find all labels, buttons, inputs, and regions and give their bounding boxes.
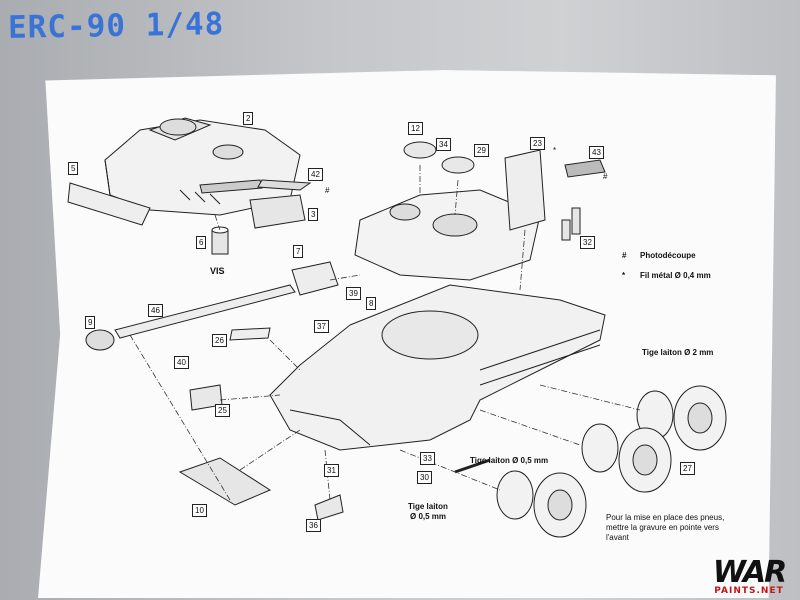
legend-wire-text: Fil métal Ø 0,4 mm	[640, 271, 711, 280]
part-label-31: 31	[324, 464, 339, 477]
vis-label: VIS	[210, 266, 225, 276]
part-label-5: 5	[68, 162, 79, 175]
brass-rod-2mm-label: Tige laiton Ø 2 mm	[642, 348, 714, 357]
part-label-12: 12	[408, 122, 423, 135]
mantlet-drawing	[291, 261, 339, 296]
part-label-33: 33	[420, 452, 435, 465]
side-plate-drawing	[67, 182, 151, 226]
part-label-30: 30	[417, 471, 432, 484]
screw-drawing	[211, 229, 229, 255]
part-label-10: 10	[192, 504, 207, 517]
brass-rod-05mm-label-b1: Tige laiton	[408, 502, 448, 511]
wire-mark: *	[553, 146, 557, 155]
brass-rod-05mm-label-a: Tige laiton Ø 0,5 mm	[470, 456, 549, 465]
part-label-3: 3	[308, 208, 319, 221]
part-label-37: 37	[314, 320, 329, 333]
part-label-36: 36	[306, 519, 321, 532]
part-label-46: 46	[148, 304, 163, 317]
part-label-39: 39	[346, 287, 361, 300]
logo-text-small: PAINTS.NET	[714, 586, 784, 596]
part-label-26: 26	[212, 334, 227, 347]
hatch-29-drawing	[441, 156, 475, 174]
part-label-27: 27	[680, 462, 695, 475]
tyre-note-line-3: l'avant	[606, 533, 629, 542]
legend-wire-symbol: *	[622, 271, 626, 280]
part-label-43: 43	[589, 146, 604, 159]
part-label-40: 40	[174, 356, 189, 369]
part-label-34: 34	[436, 138, 451, 151]
gun-barrel-drawing	[114, 284, 296, 339]
muzzle-drawing	[85, 329, 115, 351]
part-23-drawing	[504, 149, 546, 231]
tyre-note-line-1: Pour la mise en place des pneus,	[606, 513, 725, 522]
plate-10-drawing	[178, 457, 272, 506]
grille-drawing	[564, 159, 606, 178]
part-label-42: 42	[308, 168, 323, 181]
part-label-25: 25	[215, 404, 230, 417]
legend-photo-symbol: #	[622, 251, 627, 260]
logo-text-big: WAR	[712, 555, 787, 590]
part-label-32: 32	[580, 236, 595, 249]
part-label-2: 2	[243, 112, 254, 125]
brass-rod-05mm-label-b2: Ø 0,5 mm	[410, 512, 447, 521]
hatch-34-drawing	[403, 141, 437, 159]
part-label-7: 7	[293, 245, 304, 258]
part-label-23: 23	[530, 137, 545, 150]
tyre-note: Pour la mise en place des pneus, mettre …	[606, 513, 724, 543]
photoetch-mark: #	[325, 186, 330, 195]
stowage-box-drawing	[249, 194, 306, 229]
turret-shell-drawing	[104, 117, 301, 216]
wheel-set-drawing	[496, 385, 727, 538]
etched-strip-drawing	[257, 179, 312, 191]
tyre-note-line-2: mettre la gravure en pointe vers	[606, 523, 719, 532]
part-label-9: 9	[85, 316, 96, 329]
hull-drawing	[269, 284, 606, 451]
part-label-6: 6	[196, 236, 207, 249]
legend-photo-text: Photodécoupe	[640, 251, 696, 260]
part-label-29: 29	[474, 144, 489, 157]
photoetch-mark-2: #	[603, 172, 608, 181]
warpaints-logo: WAR PAINTS.NET	[704, 555, 794, 596]
part-label-8: 8	[366, 297, 377, 310]
